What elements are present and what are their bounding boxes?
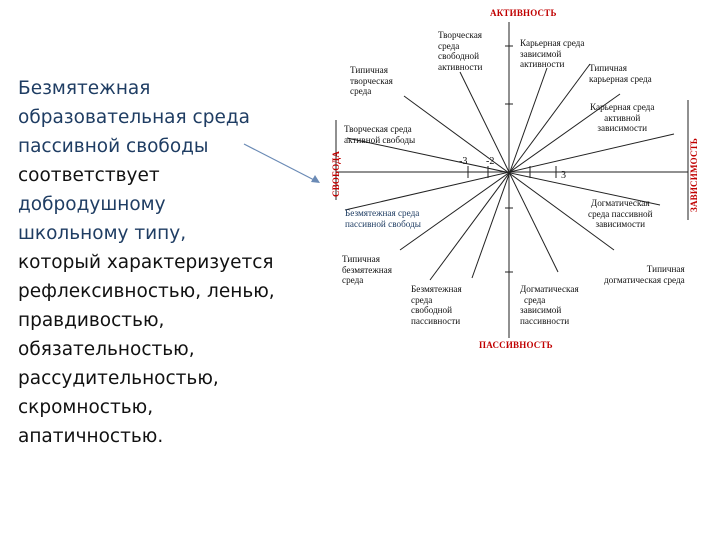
label-typical-serene: Типичная безмятежная среда: [342, 254, 392, 285]
axis-title-bottom: ПАССИВНОСТЬ: [479, 340, 553, 350]
text-line: пассивной свободы: [18, 136, 209, 157]
arrow-head: [311, 175, 320, 183]
text-line: рефлексивностью, ленью,: [18, 281, 275, 302]
label-career-dependent-active: Карьерная среда зависимой активности: [520, 38, 585, 69]
label-typical-career: Типичная карьерная среда: [589, 63, 652, 84]
label-creative-active-freedom: Творческая среда активной свободы: [344, 124, 416, 145]
label-creative-free-active: Творческая среда свободной активности: [438, 30, 483, 72]
radial-line: [429, 63, 591, 281]
tick-label: 3: [561, 170, 566, 181]
label-dogmatic-passive-dependence: Догматическая среда пассивной зависимост…: [588, 198, 653, 229]
text-line: Безмятежная: [18, 78, 151, 99]
text-line: правдивостью,: [18, 310, 165, 331]
text-line: рассудительностью,: [18, 368, 219, 389]
tick-label: -2: [486, 156, 495, 167]
text-line: скромностью,: [18, 397, 154, 418]
tick-label: -3: [459, 156, 468, 167]
label-typical-creative: Типичная творческая среда: [350, 65, 393, 96]
label-dogmatic-dependent-passive: Догматическая среда зависимой пассивност…: [520, 284, 579, 326]
label-typical-dogmatic: Типичная догматическая среда: [604, 264, 685, 285]
text-line: который характеризуется: [18, 252, 274, 273]
text-line: обязательностью,: [18, 339, 195, 360]
label-career-active-dependence: Карьерная среда активной зависимости: [590, 102, 655, 133]
text-line: школьному типу,: [18, 223, 187, 244]
text-line: соответствует: [18, 165, 160, 186]
radial-line: [346, 137, 661, 206]
axis-title-right: ЗАВИСИМОСТЬ: [689, 137, 699, 212]
text-line: образовательная среда: [18, 107, 250, 128]
axis-title-top: АКТИВНОСТЬ: [490, 8, 557, 18]
description-text: Безмятежная образовательная среда пассив…: [18, 74, 308, 451]
pointer-arrow: [243, 143, 319, 183]
axis-title-left: СВОБОДА: [331, 150, 341, 197]
label-serene-free-passive: Безмятежная среда свободной пассивности: [411, 284, 462, 326]
text-line: апатичностью.: [18, 426, 164, 447]
text-line: добродушному: [18, 194, 166, 215]
label-serene-passive-freedom: Безмятежная среда пассивной свободы: [345, 208, 421, 229]
